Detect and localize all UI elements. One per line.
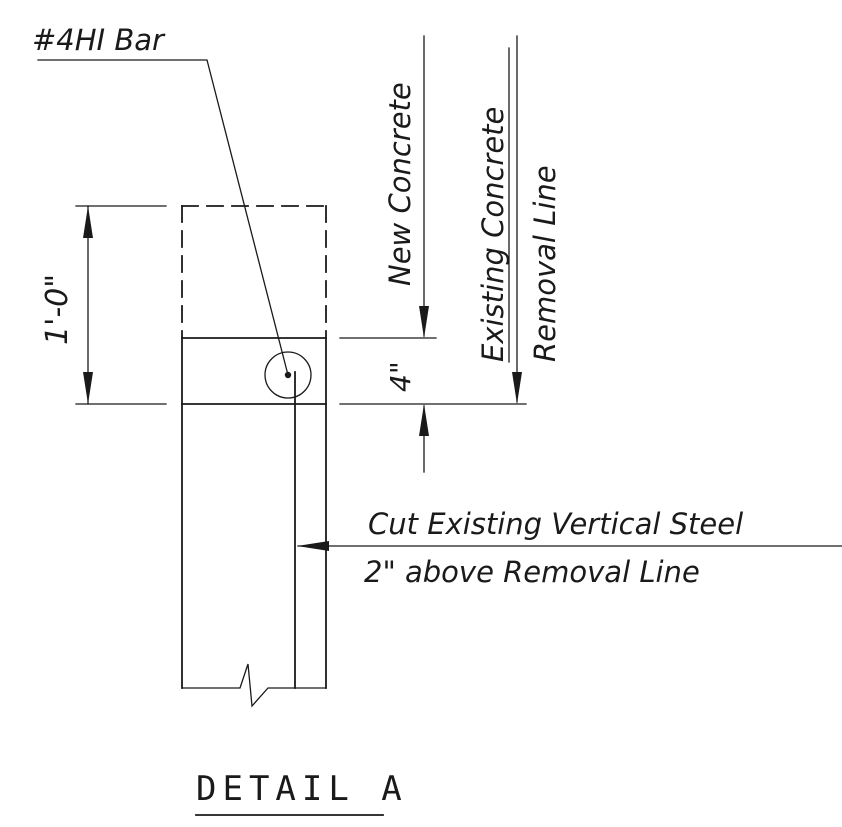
existing-concrete-callout: Existing Concrete Removal Line — [476, 35, 562, 404]
detail-title: DETAIL A — [195, 769, 408, 816]
hi-bar-circle — [264, 351, 312, 399]
cut-note-line2: 2" above Removal Line — [364, 555, 700, 589]
new-concrete-arrow — [419, 306, 429, 338]
dimension-overall: 1'-0" — [40, 205, 167, 405]
dim-offset-label: 4" — [384, 361, 417, 392]
detail-title-text: DETAIL A — [196, 769, 408, 809]
new-concrete-label: New Concrete — [383, 82, 417, 286]
existing-concrete-label: Existing Concrete — [476, 107, 510, 362]
hi-bar: #4HI Bar — [32, 23, 312, 399]
wall-section — [181, 205, 327, 708]
removal-line-label: Removal Line — [528, 165, 562, 362]
cut-steel-arrow — [297, 541, 329, 551]
existing-concrete-arrow — [512, 372, 522, 404]
hi-bar-label: #4HI Bar — [32, 23, 166, 57]
cut-note-line1: Cut Existing Vertical Steel — [368, 507, 743, 541]
removal-up-arrow — [419, 404, 429, 436]
dim-overall-arrow-top — [83, 206, 93, 238]
cut-steel-callout: Cut Existing Vertical Steel 2" above Rem… — [297, 507, 842, 589]
dim-overall-label: 1'-0" — [40, 274, 75, 345]
dim-overall-arrow-bottom — [83, 372, 93, 404]
dimension-bar-offset: 4" — [339, 337, 527, 405]
break-line — [181, 663, 327, 708]
new-concrete-callout: New Concrete — [383, 35, 429, 473]
hi-bar-leader — [37, 59, 289, 376]
